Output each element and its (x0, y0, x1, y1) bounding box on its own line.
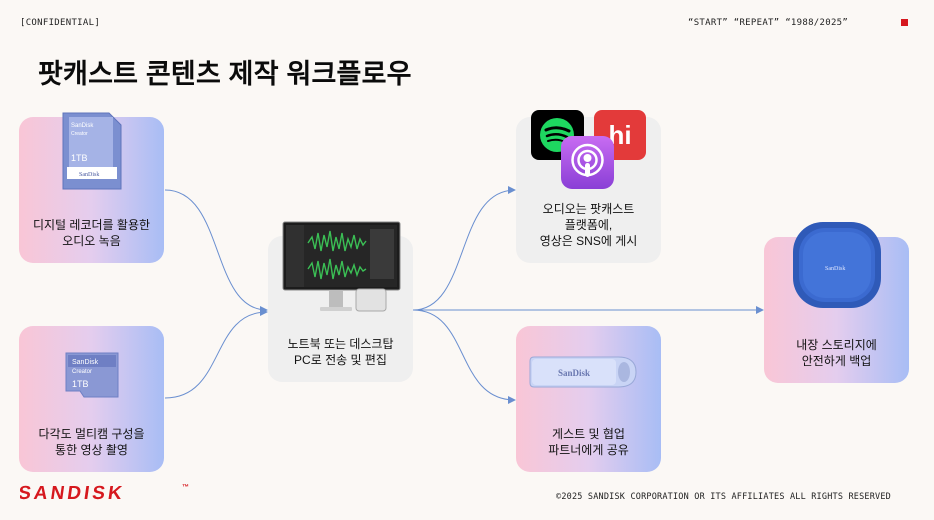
portable-ssd-icon: SanDisk (791, 220, 883, 310)
svg-text:SanDisk: SanDisk (79, 172, 99, 178)
arrow-recorder-to-editing (164, 189, 268, 314)
red-square-mark (901, 19, 908, 26)
svg-text:SanDisk: SanDisk (825, 266, 845, 272)
svg-text:SanDisk: SanDisk (72, 359, 99, 366)
svg-text:™: ™ (182, 484, 189, 491)
arrow-editing-to-publish (412, 186, 516, 311)
node-publish-label: 오디오는 팟캐스트 플랫폼에, 영상은 SNS에 게시 (539, 202, 638, 248)
svg-text:Creator: Creator (71, 131, 88, 137)
sandisk-logo: SANDISK ™ (17, 481, 195, 508)
apple-podcasts-icon (561, 136, 614, 189)
node-multicam-label: 다각도 멀티캠 구성을 통한 영상 촬영 (38, 427, 145, 457)
node-recorder-label: 디지털 레코더를 활용한 오디오 녹음 (32, 218, 151, 248)
node-backup-label: 내장 스토리지에 안전하게 백업 (796, 338, 877, 368)
tagline: “START” “REPEAT” “1988/2025” (688, 18, 849, 28)
confidential-label: [CONFIDENTIAL] (20, 18, 101, 28)
arrow-editing-to-share (412, 309, 516, 404)
sd-card-icon: SanDisk Creator 1TB SanDisk (61, 111, 123, 191)
podcast-app-icon: hi (594, 110, 646, 160)
node-share-label: 게스트 및 협업 파트너에게 공유 (548, 427, 629, 457)
page-title: 팟캐스트 콘텐츠 제작 워크플로우 (38, 59, 412, 89)
svg-text:1TB: 1TB (71, 153, 88, 163)
arrow-multicam-to-editing (164, 308, 268, 399)
usb-flash-drive-icon: SanDisk (528, 353, 640, 391)
microsd-card-icon: SanDisk Creator 1TB (64, 351, 122, 401)
node-editing-label: 노트북 또는 데스크탑 PC로 전송 및 편집 (287, 337, 394, 367)
node-share: 게스트 및 협업 파트너에게 공유 (516, 326, 661, 472)
svg-text:Creator: Creator (72, 369, 92, 375)
svg-text:SanDisk: SanDisk (71, 123, 94, 129)
svg-text:SANDISK: SANDISK (20, 483, 126, 503)
svg-text:SanDisk: SanDisk (558, 368, 590, 378)
node-multicam: 다각도 멀티캠 구성을 통한 영상 촬영 (19, 326, 164, 472)
copyright: ©2025 SANDISK CORPORATION OR ITS AFFILIA… (556, 492, 891, 502)
desktop-computer-icon (282, 221, 402, 313)
svg-text:1TB: 1TB (72, 379, 89, 389)
